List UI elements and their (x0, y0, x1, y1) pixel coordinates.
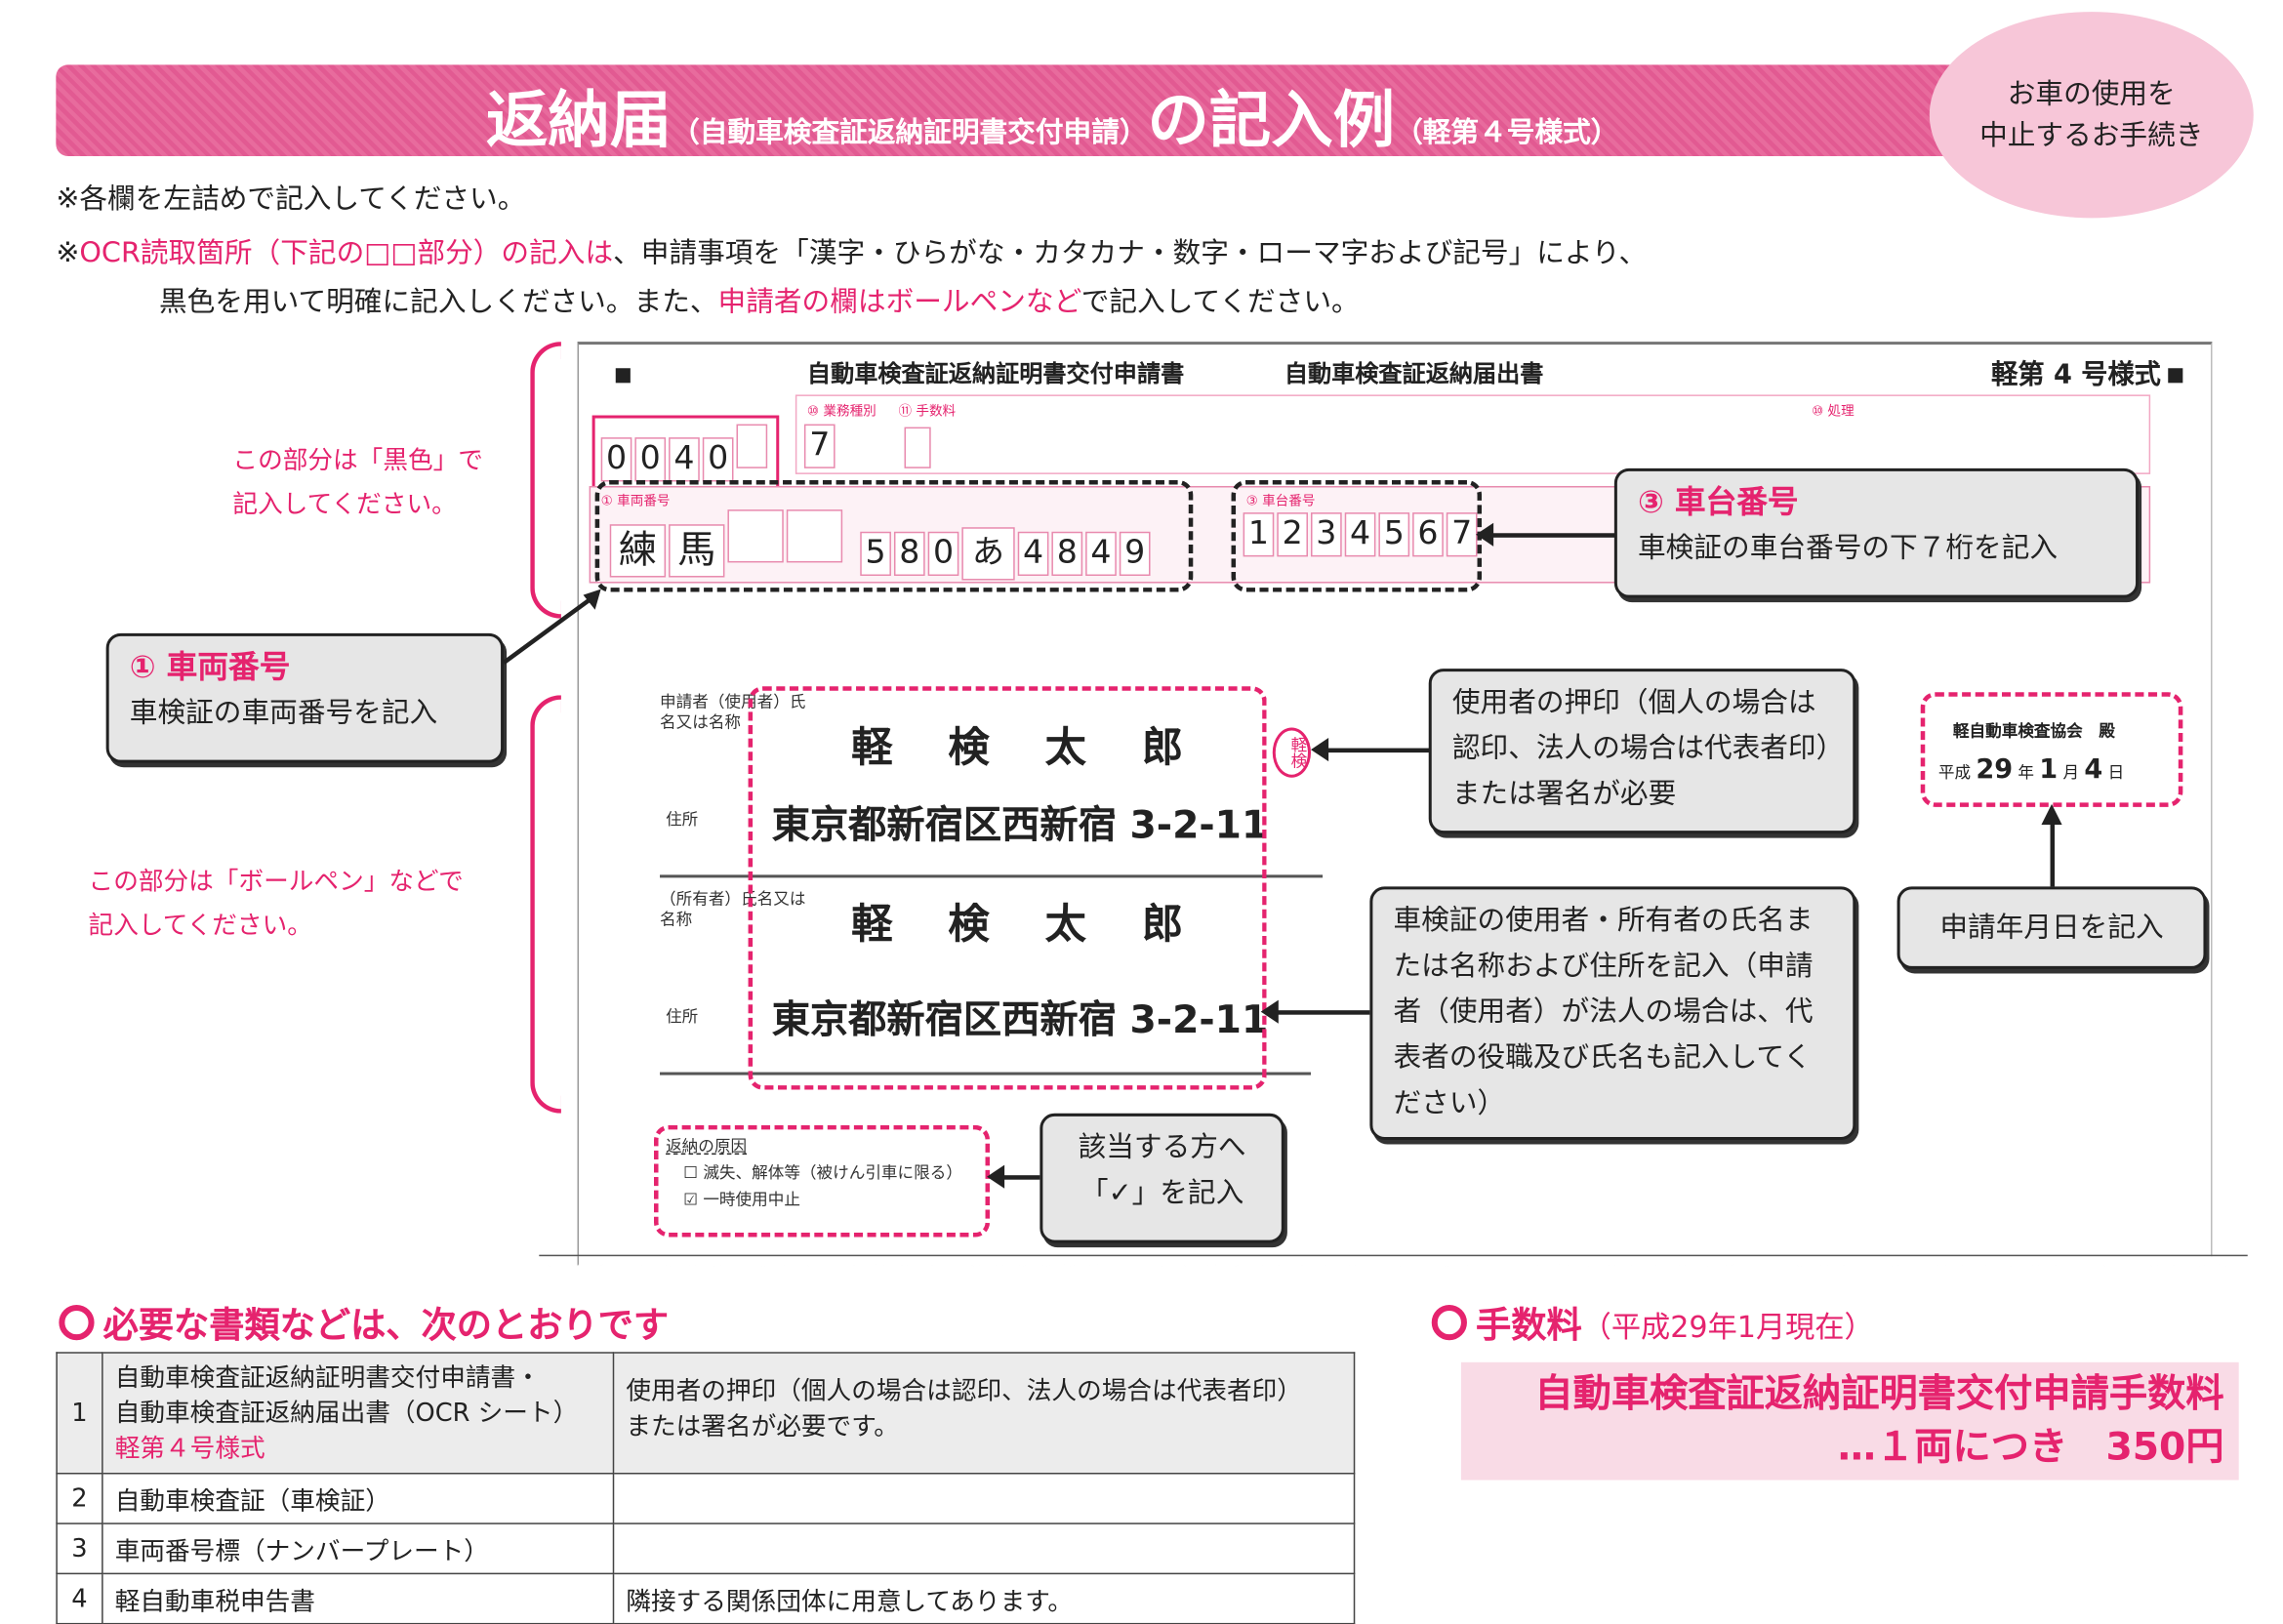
fee-heading: 手数料（平成29年1月現在） (1431, 1296, 1874, 1348)
arrow-icon (1311, 738, 1432, 762)
owner-name: 軽 検 太 郎 (851, 899, 1204, 949)
reason-option-2[interactable]: ☑ 一時使用中止 (683, 1190, 800, 1209)
gyomu-label: ⑩ 業務種別 (806, 404, 877, 421)
date-highlight (1920, 692, 2183, 807)
address-label: 住所 (666, 809, 699, 830)
form-row-1 (795, 394, 2151, 474)
fee-box: 自動車検査証返納証明書交付申請手数料…１両につき 350円 (1460, 1361, 2239, 1481)
note-left-align: ※各欄を左詰めで記入してください。 (56, 183, 526, 216)
page-title: 返納届（自動車検査証返納証明書交付申請）の記入例（軽第４号様式） (485, 84, 1619, 156)
divider (660, 874, 1324, 878)
owner-address: 東京都新宿区西新宿 3-2-11 (771, 998, 1269, 1043)
name-highlight (748, 686, 1267, 1090)
callout-chassis: ③ 車台番号車検証の車台番号の下７桁を記入 (1613, 467, 2140, 598)
arrow-icon (987, 1164, 1040, 1189)
procedure-badge: お車の使用を中止するお手続き (1929, 12, 2254, 219)
callout-date: 申請年月日を記入 (1896, 886, 2207, 969)
address-label: 住所 (666, 1007, 699, 1027)
registration-mark (2168, 368, 2183, 384)
reason-label: 返納の原因 (666, 1136, 748, 1157)
ocr-form-sample (577, 342, 2213, 1270)
applicant-label: 申請者（使用者）氏名又は名称 (660, 692, 806, 732)
shori-label: ⑩ 処理 (1812, 404, 1855, 421)
plate-label: ① 車両番号 (600, 495, 671, 510)
form-title-1: 自動車検査証返納証明書交付申請書 (806, 359, 1185, 387)
applicant-address: 東京都新宿区西新宿 3-2-11 (771, 803, 1269, 849)
arrow-icon (502, 589, 601, 665)
arrow-icon (1476, 522, 1617, 547)
registration-mark (615, 368, 631, 384)
owner-label: （所有者）氏名又は名称 (660, 889, 806, 930)
application-date: 平成 29 年 1 月 4 日 (1937, 753, 2125, 786)
form-title-2: 自動車検査証返納届出書 (1284, 359, 1544, 387)
torn-edge (539, 1254, 2248, 1275)
callout-plate: ① 車両番号車検証の車両番号を記入 (105, 632, 505, 763)
callout-names: 車検証の使用者・所有者の氏名または名称および住所を記入（申請者（使用者）が法人の… (1369, 886, 1856, 1140)
chassis-label: ③ 車台番号 (1245, 495, 1316, 510)
gyomu-field: 7 (803, 424, 836, 468)
plate-highlight (594, 479, 1194, 592)
title-banner (56, 64, 1972, 156)
note-ocr-2: 黒色を用いて明確に記入しください。また、申請者の欄はボールペンなどで記入してくだ… (158, 285, 1360, 318)
ballpen-note: この部分は「ボールペン」などで記入してください。 (88, 867, 464, 942)
black-ink-note: この部分は「黒色」で記入してください。 (232, 446, 483, 520)
callout-seal: 使用者の押印（個人の場合は認印、法人の場合は代表者印）または署名が必要 (1428, 669, 1856, 834)
arrow-icon (2050, 819, 2056, 887)
fee-label: ⑪ 手数料 (898, 404, 957, 421)
divider (660, 1072, 1312, 1076)
arrow-icon (1260, 999, 1370, 1024)
reason-option-1[interactable]: ☐ 滅失、解体等（被けん引車に限る） (683, 1163, 962, 1183)
bracket-bottom (530, 695, 561, 1114)
docs-heading: 必要な書類などは、次のとおりです (59, 1296, 669, 1348)
applicant-name: 軽 検 太 郎 (851, 722, 1204, 772)
bracket-top (530, 342, 561, 619)
arrow-head-icon (2041, 803, 2062, 826)
fee-box (904, 426, 931, 468)
note-ocr: ※OCR読取箇所（下記の□□部分）の記入は、申請事項を「漢字・ひらがな・カタカナ… (56, 236, 1648, 270)
form-number: 軽第 4 号様式 (1991, 359, 2161, 390)
addressee: 軽自動車検査協会 殿 (1952, 721, 2115, 742)
callout-check: 該当する方へ「✓」を記入 (1040, 1113, 1284, 1243)
seal-stamp: 軽検 (1272, 727, 1312, 778)
chassis-highlight (1231, 479, 1483, 592)
